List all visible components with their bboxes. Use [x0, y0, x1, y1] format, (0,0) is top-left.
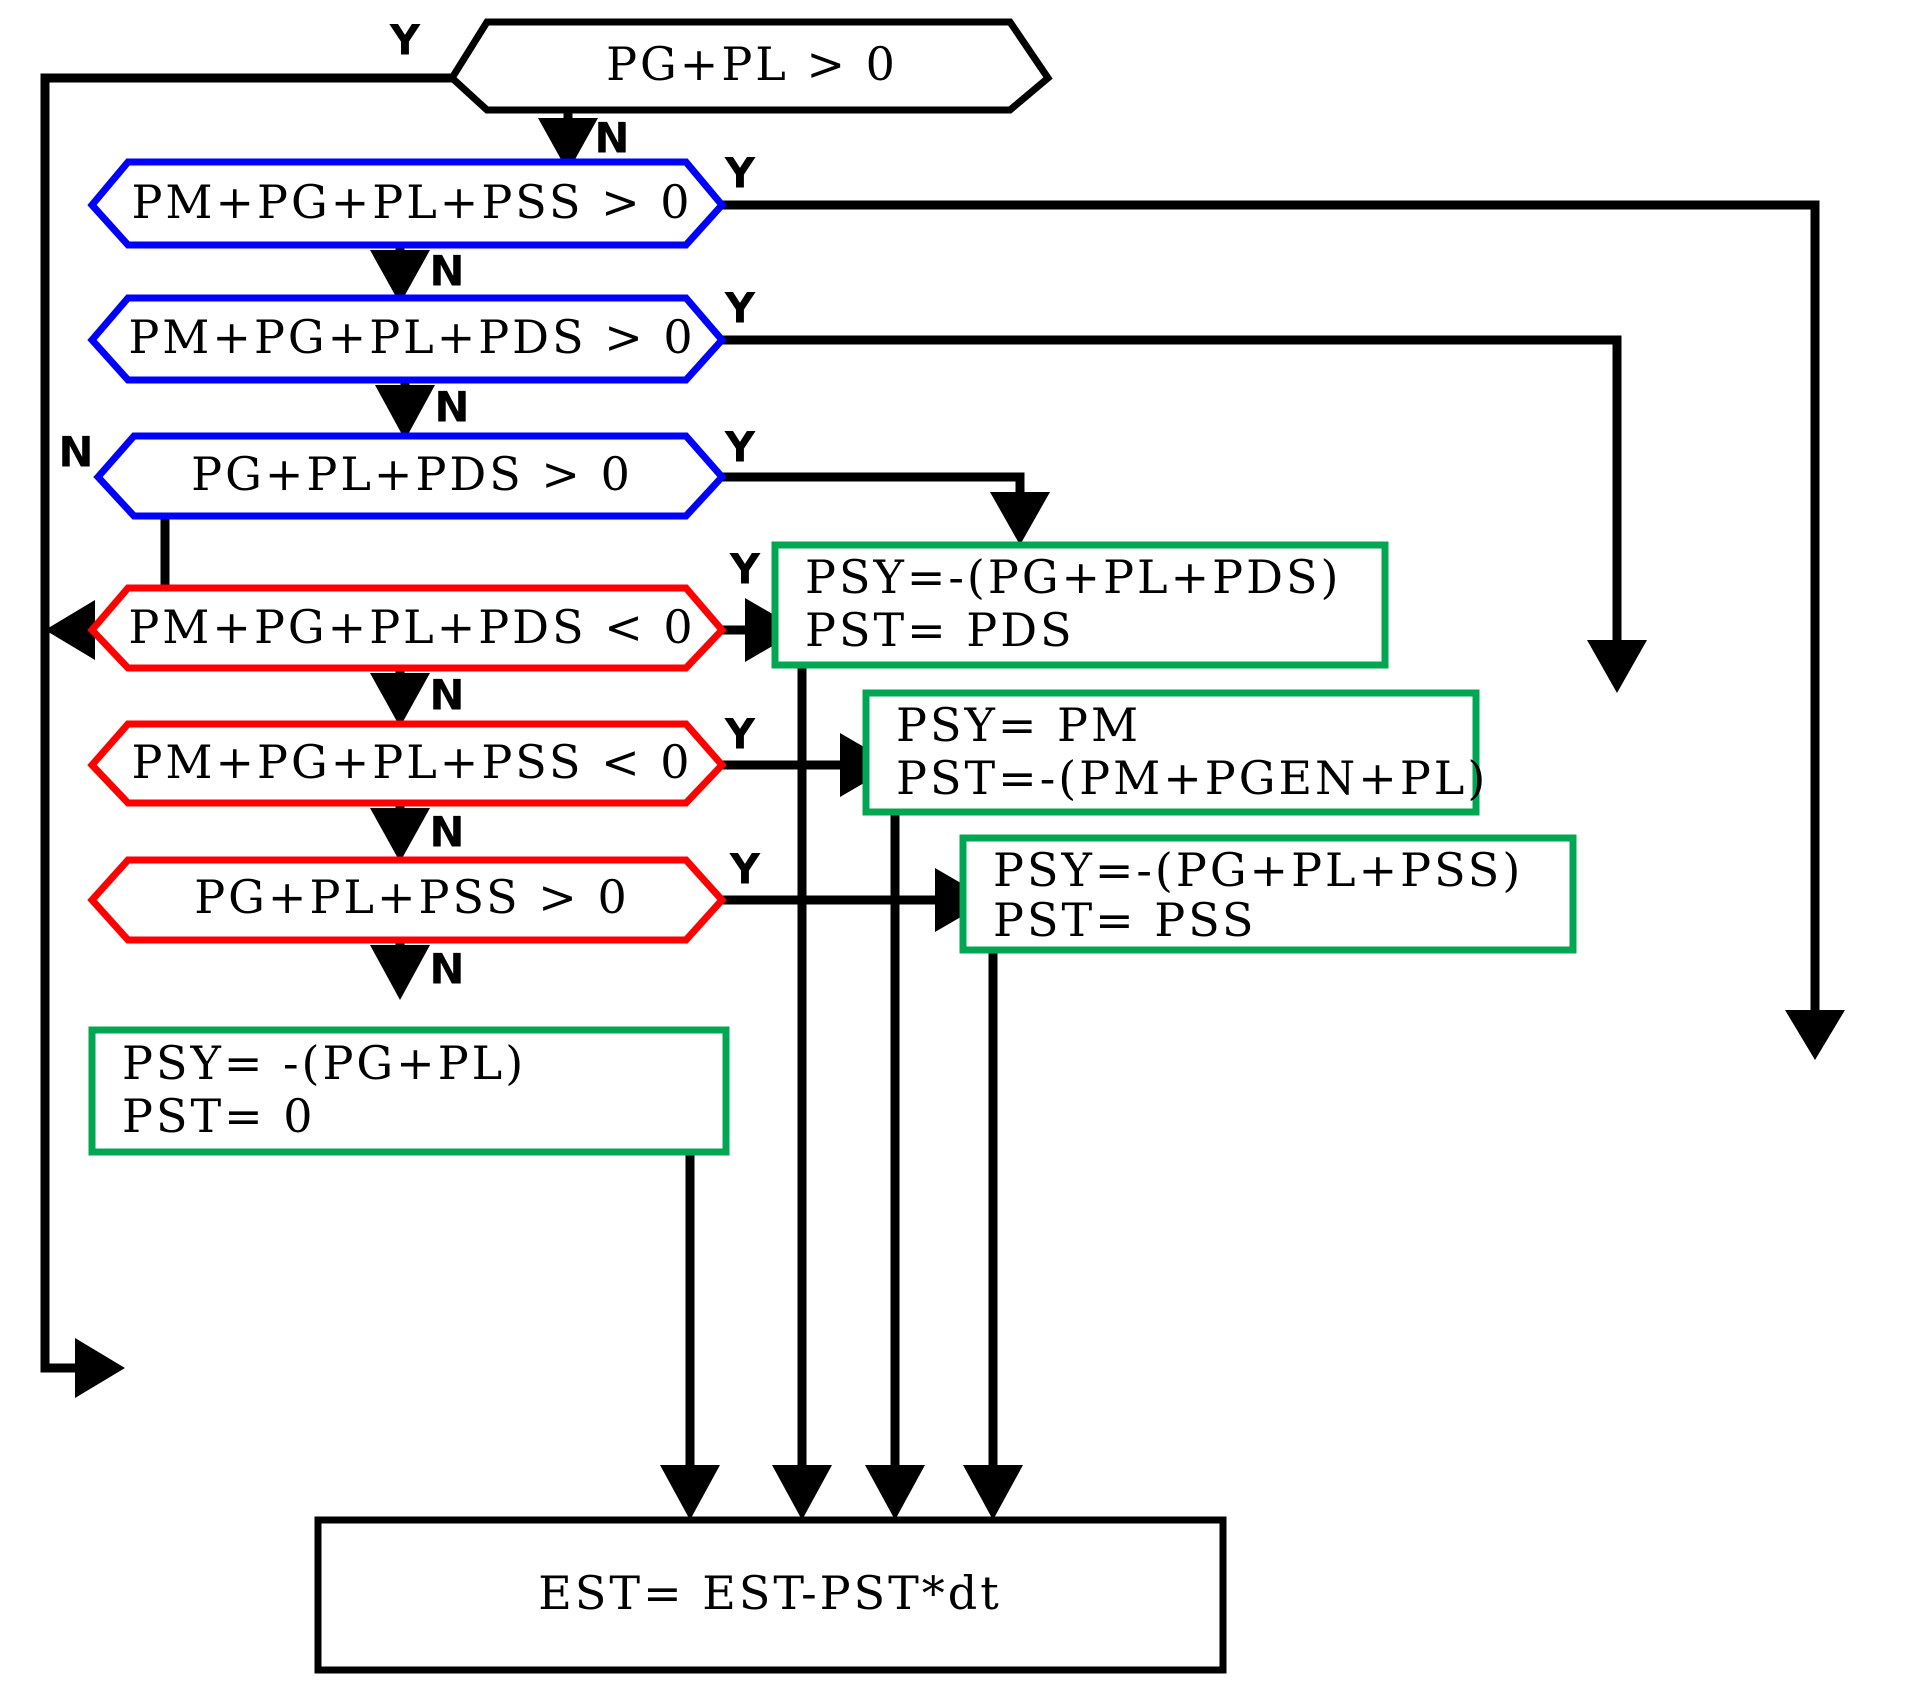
- arrowhead-a4-out: [660, 1465, 720, 1520]
- edge-layer: [40, 73, 1845, 1520]
- decision-node-pg-pl-pss-gt-label: PG+PL+PSS > 0: [194, 870, 630, 924]
- decision-node-pg-pl[interactable]: [447, 18, 1053, 114]
- output-node-est-label: EST= EST-PST*dt: [538, 1566, 1001, 1620]
- branch-label-d5-no: N: [429, 808, 464, 857]
- decision-node-pg-pl-pds-gt-label: PG+PL+PDS > 0: [191, 447, 633, 501]
- branch-label-layer: Y N Y N Y N Y N Y N Y N Y N: [58, 16, 760, 994]
- branch-label-d0-no: N: [594, 114, 629, 163]
- output-node-est[interactable]: [314, 1516, 1227, 1674]
- edge-d0-yes-to-a4: [40, 73, 452, 1373]
- arrowhead-d6-no: [370, 945, 430, 1000]
- arrowhead-a2-out: [865, 1465, 925, 1520]
- decision-node-pg-pl-label: PG+PL > 0: [606, 37, 898, 91]
- action-node-psy-pg-pl[interactable]: [88, 1026, 730, 1156]
- decision-node-pm-pg-pl-pss-gt[interactable]: [87, 158, 727, 249]
- arrowhead-a1-out: [772, 1465, 832, 1520]
- branch-label-d1-no: N: [429, 247, 464, 296]
- edge-d1-yes-to-a3: [722, 200, 1820, 1010]
- branch-label-d4-yes: Y: [729, 545, 761, 594]
- decision-node-pm-pg-pl-pds-gt-label: PM+PG+PL+PDS > 0: [128, 310, 695, 364]
- branch-label-d6-no: N: [429, 945, 464, 994]
- action-node-psy-pg-pl-line2: PST= 0: [122, 1089, 316, 1143]
- decision-node-pm-pg-pl-pds-lt[interactable]: [87, 584, 727, 672]
- action-node-psy-pds-line1: PSY=-(PG+PL+PDS): [805, 550, 1341, 604]
- action-node-psy-pm[interactable]: [862, 689, 1480, 816]
- action-node-psy-pss-line2: PST= PSS: [993, 893, 1256, 947]
- action-node-psy-pds[interactable]: [771, 541, 1389, 669]
- edge-d2-yes-to-a2: [722, 335, 1622, 640]
- decision-node-pm-pg-pl-pss-gt-label: PM+PG+PL+PSS > 0: [131, 175, 692, 229]
- branch-label-d2-yes: Y: [724, 284, 756, 333]
- arrowhead-d5-no: [370, 808, 430, 862]
- action-node-psy-pss[interactable]: [959, 834, 1577, 954]
- decision-node-pm-pg-pl-pss-lt[interactable]: [87, 720, 727, 807]
- arrowhead-d1-no: [370, 250, 430, 304]
- branch-label-d1-yes: Y: [724, 149, 756, 198]
- decision-node-pm-pg-pl-pss-lt-label: PM+PG+PL+PSS < 0: [131, 735, 692, 789]
- decision-node-pm-pg-pl-pds-gt[interactable]: [87, 294, 727, 384]
- arrowhead-d2-no: [375, 385, 435, 440]
- branch-label-d4-no: N: [429, 671, 464, 720]
- arrowhead-a3-out: [963, 1465, 1023, 1520]
- action-node-psy-pm-line1: PSY= PM: [896, 698, 1141, 752]
- arrowhead-d1-yes: [1785, 1010, 1845, 1060]
- arrowhead-d4-no: [370, 673, 430, 727]
- branch-label-d5-yes: Y: [724, 710, 756, 759]
- decision-node-pg-pl-pds-gt[interactable]: [93, 432, 727, 520]
- edge-d3-yes-to-a1: [722, 472, 1025, 492]
- branch-label-d0-yes: Y: [389, 16, 421, 65]
- action-node-psy-pss-line1: PSY=-(PG+PL+PSS): [993, 843, 1523, 897]
- decision-node-pg-pl-pss-gt[interactable]: [87, 856, 727, 944]
- arrowhead-d3-yes: [990, 492, 1050, 545]
- arrowhead-d3-no: [45, 600, 95, 660]
- arrowhead-d2-yes: [1587, 640, 1647, 693]
- branch-label-d3-yes: Y: [724, 423, 756, 472]
- action-node-psy-pm-line2: PST=-(PM+PGEN+PL): [896, 751, 1488, 805]
- arrowhead-d0-yes: [75, 1338, 125, 1398]
- arrowhead-d0-no: [538, 118, 598, 172]
- action-node-psy-pds-line2: PST= PDS: [805, 603, 1075, 657]
- action-node-psy-pg-pl-line1: PSY= -(PG+PL): [122, 1036, 526, 1090]
- branch-label-d2-no: N: [434, 383, 469, 432]
- branch-label-d6-yes: Y: [729, 845, 761, 894]
- branch-label-d3-no: N: [58, 428, 93, 477]
- decision-node-pm-pg-pl-pds-lt-label: PM+PG+PL+PDS < 0: [128, 600, 695, 654]
